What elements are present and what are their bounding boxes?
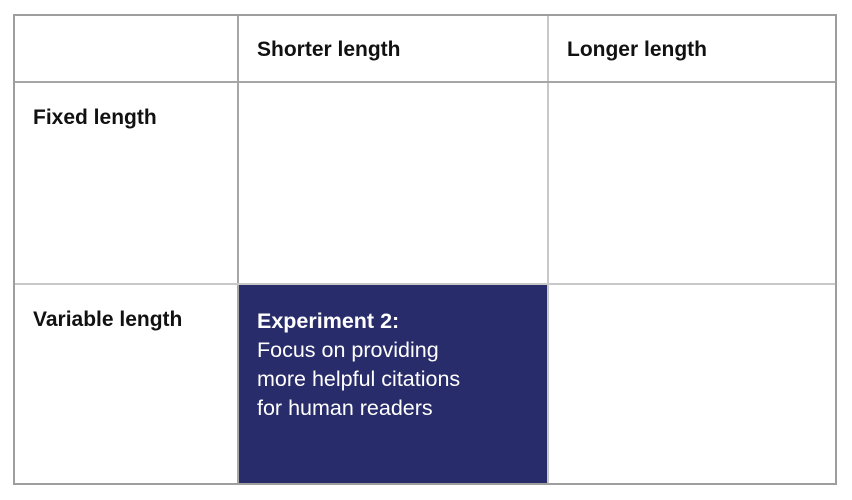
row-header-fixed: Fixed length <box>33 106 157 129</box>
row-divider <box>15 81 835 83</box>
column-header-shorter: Shorter length <box>257 38 401 61</box>
column-divider <box>547 16 549 483</box>
row-divider <box>15 283 835 285</box>
experiment-2-line: for human readers <box>257 396 433 420</box>
experiment-2-title: Experiment 2: <box>257 309 400 333</box>
column-header-longer: Longer length <box>567 38 707 61</box>
experiment-2-line: Focus on providing <box>257 338 439 362</box>
experiment-2-cell: Experiment 2: Focus on providing more he… <box>239 285 547 483</box>
row-header-variable: Variable length <box>33 308 183 331</box>
column-divider <box>237 16 239 483</box>
experiment-2-line: more helpful citations <box>257 367 461 391</box>
experiment-matrix-table: Shorter length Longer length Fixed lengt… <box>13 14 837 485</box>
